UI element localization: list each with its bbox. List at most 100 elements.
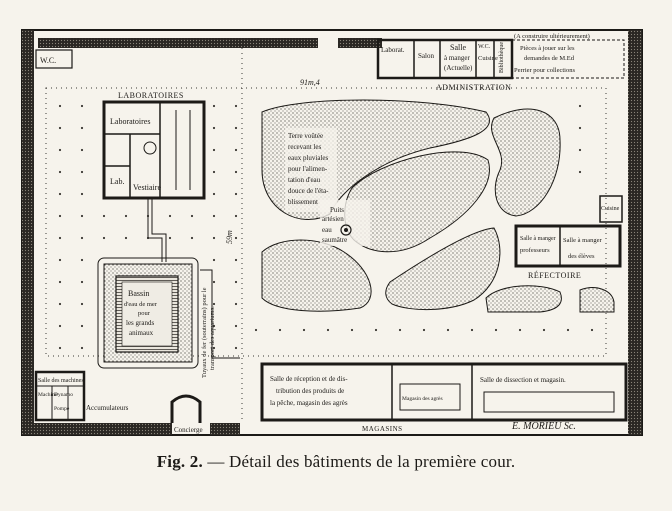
refectoire-building: Cuisine Salle à manger professeurs Salle… <box>514 195 623 280</box>
water-pipe <box>147 198 163 262</box>
tree-dot <box>234 192 238 196</box>
tree-dot <box>80 170 84 174</box>
tree-dot <box>124 236 128 240</box>
admin-note-1: (A construire ultérieurement) <box>514 33 590 40</box>
tree-dot <box>350 328 354 332</box>
tree-dot <box>446 328 450 332</box>
tree-dot <box>234 104 238 108</box>
figure-caption: Fig. 2. — Détail des bâtiments de la pre… <box>0 452 672 472</box>
lab-vestiaire-label: Vestiaire <box>133 183 161 192</box>
machines-pompe-label: Pompe <box>54 406 70 412</box>
lab-laboratoires-label: Laboratoires <box>110 117 150 126</box>
tree-dot <box>234 214 238 218</box>
tree-dot <box>212 258 216 262</box>
tree-dot <box>212 236 216 240</box>
tree-dot <box>58 346 62 350</box>
machines-salle-label: Salle des machines <box>38 378 84 384</box>
tree-dot <box>58 126 62 130</box>
refectoire-prof-2: professeurs <box>520 247 550 254</box>
tree-dot <box>326 328 330 332</box>
tree-dot <box>494 328 498 332</box>
garden-note-3: eaux pluviales <box>288 154 329 162</box>
tree-dot <box>212 346 216 350</box>
garden-bed-right <box>491 108 561 217</box>
admin-room-salle-3: (Actuelle) <box>444 64 473 72</box>
refectoire-cuisine-label: Cuisine <box>601 206 620 212</box>
floor-plan: W.C. Laborat. Salon Salle à manger (Actu… <box>21 29 643 436</box>
tree-dot <box>422 328 426 332</box>
puits-line-1: Puits <box>330 206 344 214</box>
tree-dot <box>212 126 216 130</box>
machines-accumulateurs-label: Accumulateurs <box>86 404 129 412</box>
garden-note-2: recevant les <box>288 143 322 151</box>
tree-dot <box>578 104 582 108</box>
puits: Puits artésien eau saumâtre <box>320 200 370 246</box>
aquarium-label: Magasin des agrès <box>402 396 443 402</box>
garden-bed-lower-center <box>385 227 501 311</box>
tree-dot <box>234 126 238 130</box>
tree-dot <box>58 148 62 152</box>
admin-room-wc: W.C. <box>478 44 491 50</box>
tree-dot <box>212 280 216 284</box>
tree-dot <box>102 236 106 240</box>
garden-bed-lower-left <box>261 239 372 312</box>
dimension-top: 91m,4 <box>300 78 320 87</box>
tree-dot <box>58 302 62 306</box>
tree-dot <box>566 328 570 332</box>
perimeter-dotted-line <box>45 48 607 420</box>
tree-dot <box>234 324 238 328</box>
tree-dot <box>80 148 84 152</box>
tree-dot <box>212 324 216 328</box>
tree-dot <box>58 258 62 262</box>
garden-note-6: douce de l'éta- <box>288 187 329 195</box>
tree-dot <box>80 324 84 328</box>
dimension-top-label: 91m,4 <box>300 78 320 87</box>
garden-note: Terre voûtée recevant les eaux pluviales… <box>285 128 337 212</box>
garden-note-4: pour l'alimen- <box>288 165 328 173</box>
figure-caption-prefix: Fig. 2. <box>156 452 203 471</box>
reception-line-2: tribution des produits de <box>276 387 344 395</box>
admin-room-laborat: Laborat. <box>381 46 405 54</box>
garden-bed-lower-right <box>485 285 562 313</box>
admin-room-salle-2: à manger <box>444 54 471 62</box>
canal-note-2: transport des aquariums. <box>209 306 216 370</box>
tree-dot <box>80 258 84 262</box>
tree-dot <box>80 126 84 130</box>
garden-note-5: tation d'eau <box>288 176 321 184</box>
tree-dot <box>234 346 238 350</box>
tree-dot <box>234 280 238 284</box>
tree-dot <box>578 170 582 174</box>
tree-dot <box>190 214 194 218</box>
lab-lab-label: Lab. <box>110 177 124 186</box>
tree-dot <box>80 346 84 350</box>
dissection-label: Salle de dissection et magasin. <box>480 376 566 384</box>
bassin-line-1: Bassin <box>128 289 149 298</box>
magasins-label: MAGASINS <box>362 425 403 433</box>
concierge-label: Concierge <box>174 426 203 434</box>
canal-note-1: Tuyaux de fer (souterrains) pour le <box>201 287 208 378</box>
puits-line-3: eau <box>322 226 332 234</box>
garden-bed-far-right <box>579 287 615 313</box>
refectoire-eleves-1: Salle à manger <box>563 237 602 244</box>
bassin-line-2: d'eau de mer <box>124 301 158 308</box>
enclosure-wall <box>21 29 643 436</box>
puits-line-4: saumâtre <box>322 236 347 244</box>
administration-label: ADMINISTRATION <box>436 83 511 92</box>
tree-dot <box>578 126 582 130</box>
dimension-side: 59m <box>225 230 234 244</box>
bassin-line-4: les grands <box>126 319 154 327</box>
tree-dot <box>234 148 238 152</box>
garden-note-1: Terre voûtée <box>288 132 323 140</box>
administration-building: Laborat. Salon Salle à manger (Actuelle)… <box>376 33 625 92</box>
reception-line-3: la pêche, magasin des agrès <box>270 399 348 407</box>
tree-dot <box>80 280 84 284</box>
admin-room-bibliotheque: Bibliothèque <box>499 42 505 73</box>
tree-dot <box>212 148 216 152</box>
tree-dot <box>102 214 106 218</box>
tree-dot <box>80 192 84 196</box>
concierge-building: Concierge <box>170 394 203 434</box>
tree-dot <box>542 328 546 332</box>
refectoire-eleves-2: des élèves <box>568 253 595 260</box>
tree-dot <box>518 328 522 332</box>
tree-dot <box>234 258 238 262</box>
